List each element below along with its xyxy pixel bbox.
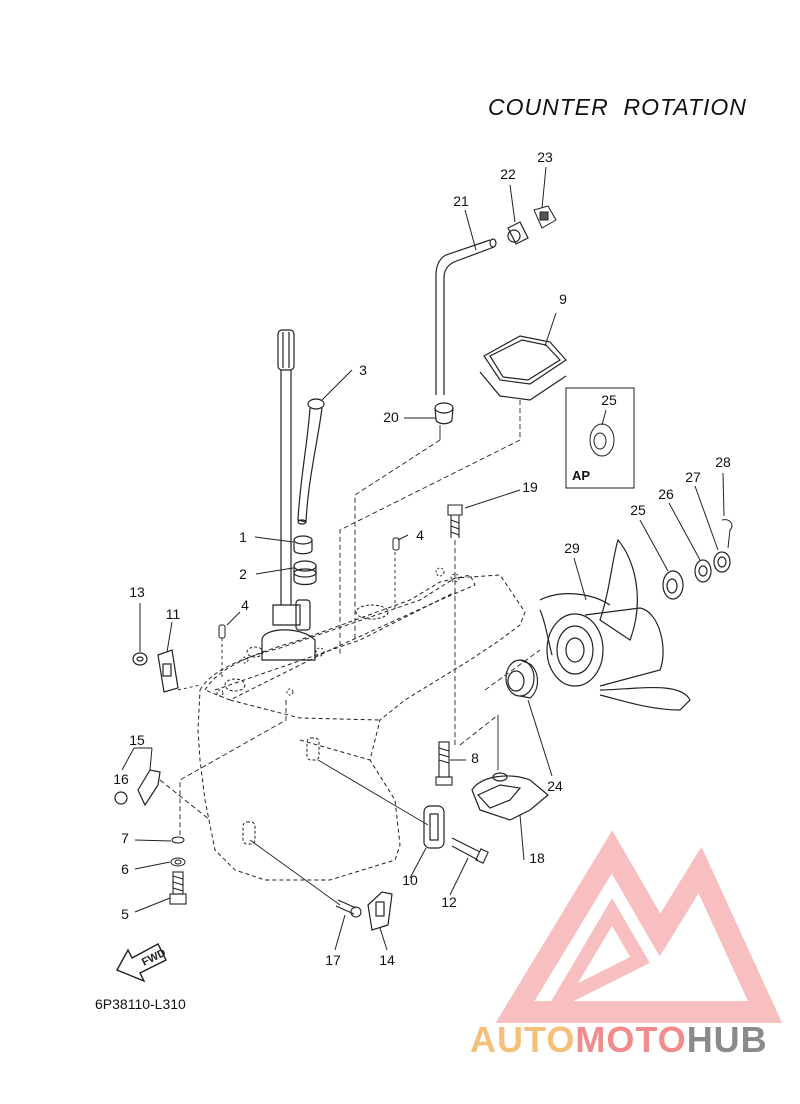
drive-shaft bbox=[272, 329, 301, 626]
callout-29: 29 bbox=[564, 540, 580, 556]
cover-14 bbox=[367, 891, 393, 931]
callout-10: 10 bbox=[402, 872, 418, 888]
washer-6 bbox=[170, 857, 186, 867]
bracket-11 bbox=[157, 649, 179, 693]
callout-11: 11 bbox=[165, 606, 181, 622]
housing-bolt-19 bbox=[447, 504, 463, 538]
bolt-12 bbox=[451, 837, 489, 864]
callout-19: 19 bbox=[522, 479, 538, 495]
callout-6: 6 bbox=[121, 861, 129, 877]
rod-grommet bbox=[434, 402, 454, 425]
gasket bbox=[479, 335, 567, 401]
callout-24: 24 bbox=[547, 778, 563, 794]
callout-16: 16 bbox=[113, 771, 129, 787]
washer-26 bbox=[694, 559, 712, 583]
propeller bbox=[539, 538, 691, 711]
seal-2 bbox=[293, 560, 317, 586]
bracket-15 bbox=[137, 769, 161, 807]
callout-4b: 4 bbox=[241, 597, 249, 613]
leader-lines bbox=[159, 400, 541, 906]
callout-1: 1 bbox=[239, 529, 247, 545]
callout-7: 7 bbox=[121, 830, 129, 846]
callout-12: 12 bbox=[441, 894, 457, 910]
anode-18 bbox=[471, 772, 549, 821]
grille-10 bbox=[423, 805, 445, 849]
callout-15: 15 bbox=[129, 732, 145, 748]
prop-nut-27 bbox=[713, 551, 731, 573]
callout-9: 9 bbox=[559, 291, 567, 307]
callout-28: 28 bbox=[715, 454, 731, 470]
callout-23: 23 bbox=[537, 149, 553, 165]
bolt-5 bbox=[169, 871, 187, 905]
callout-27: 27 bbox=[685, 469, 701, 485]
thrust-washer bbox=[505, 659, 539, 699]
callout-leaders bbox=[121, 166, 725, 951]
shaft-housing bbox=[261, 599, 316, 661]
callout-20: 20 bbox=[383, 409, 399, 425]
watermark-logo-icon bbox=[495, 830, 783, 1023]
bolt-8 bbox=[435, 741, 453, 786]
diagram-code: 6P38110-L310 bbox=[95, 996, 186, 1012]
nut-16 bbox=[114, 791, 128, 805]
callout-5: 5 bbox=[121, 906, 129, 922]
screw-17 bbox=[335, 899, 362, 918]
callout-2: 2 bbox=[239, 566, 247, 582]
callout-13: 13 bbox=[129, 584, 145, 600]
callout-21: 21 bbox=[453, 193, 469, 209]
washer-7 bbox=[171, 836, 185, 844]
callout-3: 3 bbox=[359, 362, 367, 378]
ap-label: AP bbox=[572, 468, 591, 483]
fwd-arrow-icon: FWD bbox=[116, 943, 168, 983]
watermark-moto: MOTO bbox=[575, 1019, 687, 1060]
callout-8: 8 bbox=[471, 750, 479, 766]
grommet-1 bbox=[293, 535, 313, 555]
callout-25: 25 bbox=[630, 502, 646, 518]
watermark-text: AUTOMOTOHUB bbox=[470, 1022, 768, 1058]
watermark-auto: AUTO bbox=[470, 1019, 576, 1060]
callout-26: 26 bbox=[658, 486, 674, 502]
spacer-25 bbox=[662, 570, 684, 600]
callout-22: 22 bbox=[500, 166, 516, 182]
callout-25-ap: 25 bbox=[601, 392, 617, 408]
rod-clip bbox=[533, 205, 557, 229]
callout-18: 18 bbox=[529, 850, 545, 866]
shift-rod bbox=[435, 238, 497, 395]
callout-14: 14 bbox=[379, 952, 395, 968]
water-tube bbox=[297, 398, 325, 525]
lower-casing bbox=[197, 567, 526, 881]
diagram-title: COUNTER ROTATION bbox=[488, 94, 747, 120]
rod-collar bbox=[507, 221, 529, 245]
cotter-pin bbox=[721, 519, 733, 549]
callout-4: 4 bbox=[416, 527, 424, 543]
callout-17: 17 bbox=[325, 952, 341, 968]
watermark-hub: HUB bbox=[686, 1019, 768, 1060]
nut-13 bbox=[132, 652, 148, 666]
